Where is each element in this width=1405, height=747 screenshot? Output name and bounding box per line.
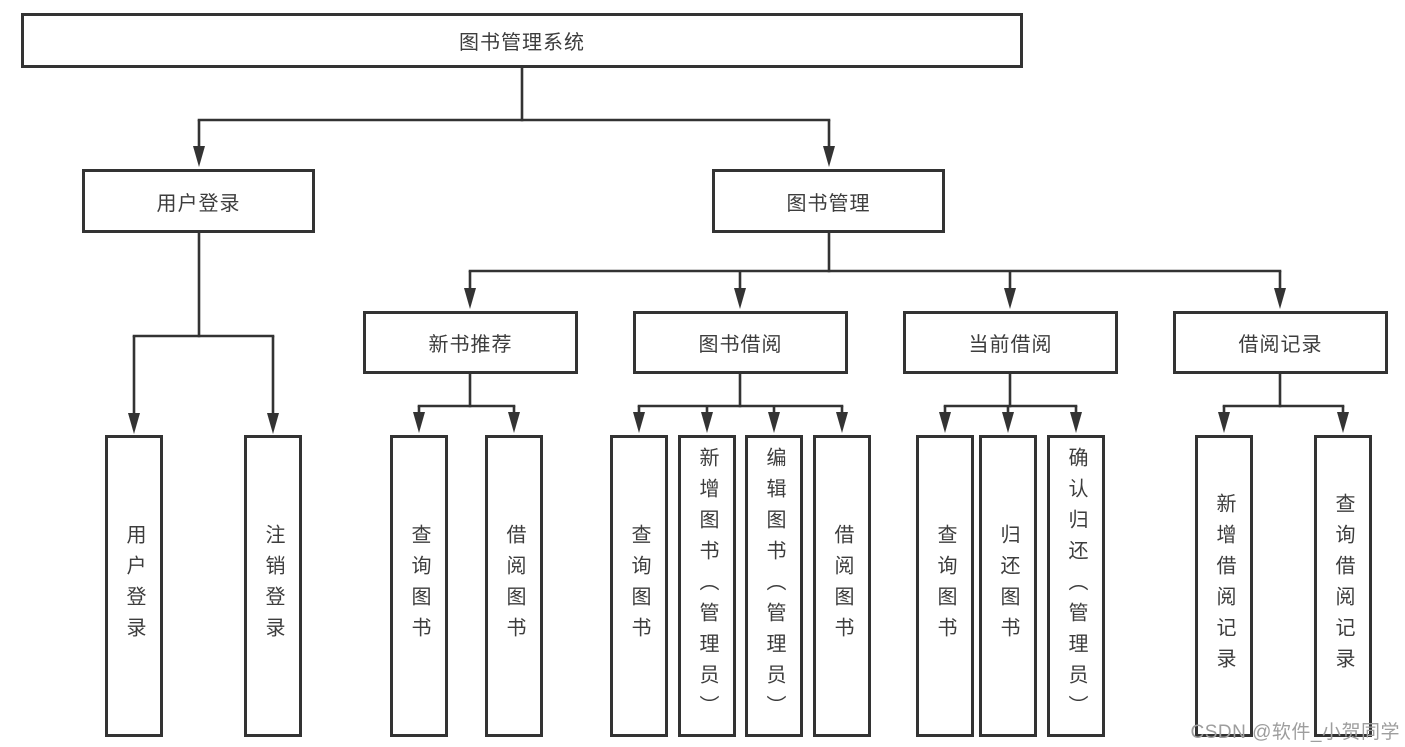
- leaf-add-books-admin: 新增图书（管理员）: [678, 435, 736, 737]
- node-current-borrow: 当前借阅: [903, 311, 1118, 374]
- node-user-login: 用户登录: [82, 169, 315, 233]
- leaf-borrow-books-recommend: 借阅图书: [485, 435, 543, 737]
- watermark: CSDN @软件_小贺同学: [1190, 722, 1400, 743]
- leaf-query-books-borrow: 查询图书: [610, 435, 668, 737]
- leaf-confirm-return-admin: 确认归还（管理员）: [1047, 435, 1105, 737]
- leaf-user-login: 用户登录: [105, 435, 163, 737]
- leaf-return-books: 归还图书: [979, 435, 1037, 737]
- leaf-edit-books-admin: 编辑图书（管理员）: [745, 435, 803, 737]
- node-book-management-system: 图书管理系统: [21, 13, 1023, 68]
- leaf-borrow-books: 借阅图书: [813, 435, 871, 737]
- leaf-query-books-recommend: 查询图书: [390, 435, 448, 737]
- node-book-management: 图书管理: [712, 169, 945, 233]
- leaf-logout: 注销登录: [244, 435, 302, 737]
- leaf-add-borrow-record: 新增借阅记录: [1195, 435, 1253, 737]
- leaf-query-books-current: 查询图书: [916, 435, 974, 737]
- leaf-query-borrow-record: 查询借阅记录: [1314, 435, 1372, 737]
- node-book-borrow: 图书借阅: [633, 311, 848, 374]
- node-borrow-records: 借阅记录: [1173, 311, 1388, 374]
- node-new-book-recommend: 新书推荐: [363, 311, 578, 374]
